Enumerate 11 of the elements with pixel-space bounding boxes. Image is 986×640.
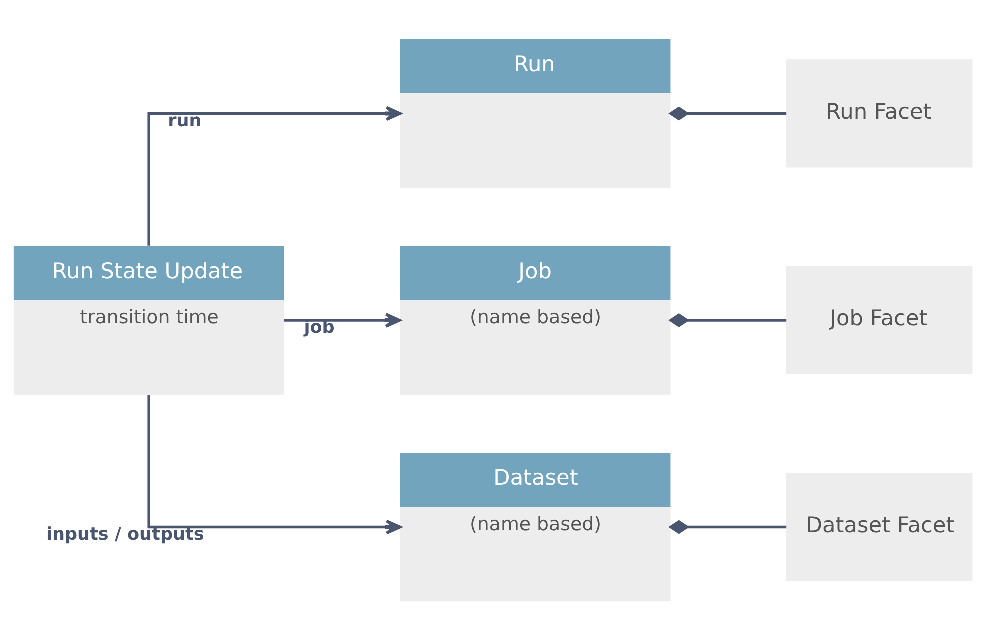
node-box: Job Facet xyxy=(786,266,973,374)
edge-label: run xyxy=(168,110,202,131)
arrow xyxy=(148,106,402,246)
connector xyxy=(668,312,787,328)
arrow xyxy=(148,394,402,534)
arrow xyxy=(284,312,402,328)
node-box: Dataset Facet xyxy=(786,472,973,581)
connector xyxy=(668,520,787,534)
connector xyxy=(668,106,787,120)
node-box: Run Facet xyxy=(786,59,973,168)
edge-label: inputs / outputs xyxy=(46,524,204,544)
